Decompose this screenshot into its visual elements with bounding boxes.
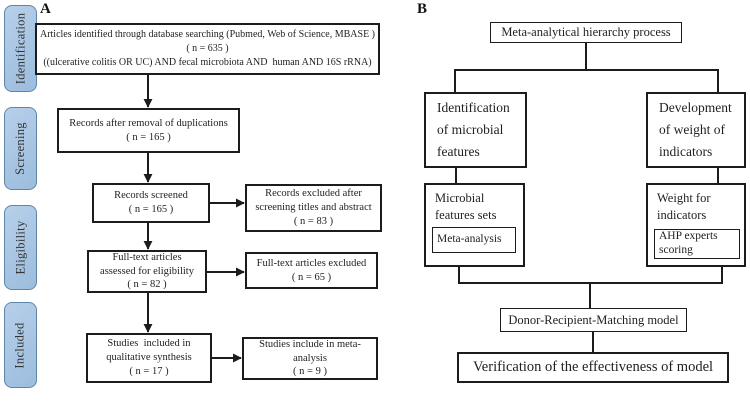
flow-box-ahp-scoring: AHP experts scoring bbox=[654, 229, 740, 259]
flow-box-identification-features: Identification of microbial features bbox=[424, 92, 527, 168]
flow-box-meta-analysis: Meta-analysis bbox=[432, 227, 516, 253]
flow-box-fulltext-excluded: Full-text articles excluded ( n = 65 ) bbox=[245, 252, 378, 289]
flow-box-verification: Verification of the effectiveness of mod… bbox=[457, 352, 729, 383]
flow-box-studies-meta: Studies include in meta- analysis ( n = … bbox=[242, 337, 378, 380]
connector-b-top-split bbox=[454, 43, 719, 92]
stage-eligibility: Eligibility bbox=[4, 205, 37, 290]
flow-box-development-weight: Development of weight of indicators bbox=[646, 92, 746, 168]
flow-box-map-process: Meta-analytical hierarchy process bbox=[490, 22, 682, 43]
stage-eligibility-label: Eligibility bbox=[13, 220, 27, 275]
flow-box-records-screened: Records screened ( n = 165 ) bbox=[92, 183, 210, 223]
stage-screening: Screening bbox=[4, 107, 37, 190]
stage-screening-label: Screening bbox=[13, 122, 27, 175]
flow-box-records-after-dedup: Records after removal of duplications ( … bbox=[57, 108, 240, 153]
flow-box-records-excluded: Records excluded after screening titles … bbox=[245, 184, 382, 232]
stage-identification: Identification bbox=[4, 5, 37, 92]
stage-included-label: Included bbox=[13, 321, 28, 369]
stage-included: Included bbox=[4, 302, 37, 388]
flow-box-matching-model: Donor-Recipient-Matching model bbox=[500, 308, 687, 332]
flow-box-studies-qualitative: Studies included in qualitative synthesi… bbox=[86, 333, 212, 383]
flow-box-articles-identified: Articles identified through database sea… bbox=[35, 23, 380, 75]
flow-box-fulltext-assessed: Full-text articles assessed for eligibil… bbox=[87, 250, 207, 293]
flow-box-microbial-sets: Microbial features sets bbox=[424, 183, 525, 267]
stage-identification-label: Identification bbox=[13, 12, 28, 85]
panel-a-label: A bbox=[40, 1, 51, 17]
panel-b-label: B bbox=[417, 1, 428, 17]
connector-b-merge bbox=[458, 267, 723, 308]
